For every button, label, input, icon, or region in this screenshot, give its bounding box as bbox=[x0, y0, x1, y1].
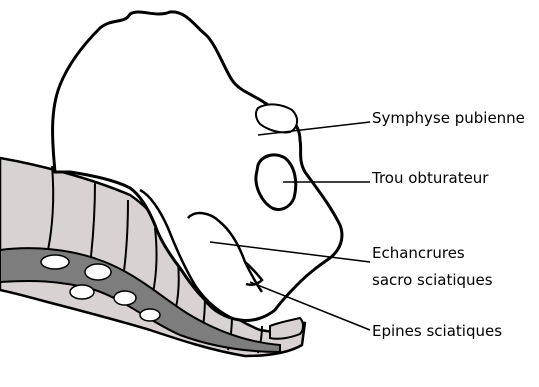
sacral-foramen bbox=[140, 309, 160, 321]
sacral-foramen bbox=[85, 264, 111, 280]
sacral-foramen bbox=[114, 291, 136, 305]
sacral-foramen bbox=[41, 255, 69, 269]
label-echancrures-line1: Echancrures bbox=[372, 243, 465, 263]
label-epines-sciatiques: Epines sciatiques bbox=[372, 321, 502, 341]
label-echancrures-line2: sacro sciatiques bbox=[372, 270, 493, 290]
sacral-foramen bbox=[70, 285, 94, 299]
label-trou-obturateur: Trou obturateur bbox=[372, 168, 488, 188]
coccyx bbox=[270, 318, 303, 339]
label-symphyse-pubienne: Symphyse pubienne bbox=[372, 108, 525, 128]
